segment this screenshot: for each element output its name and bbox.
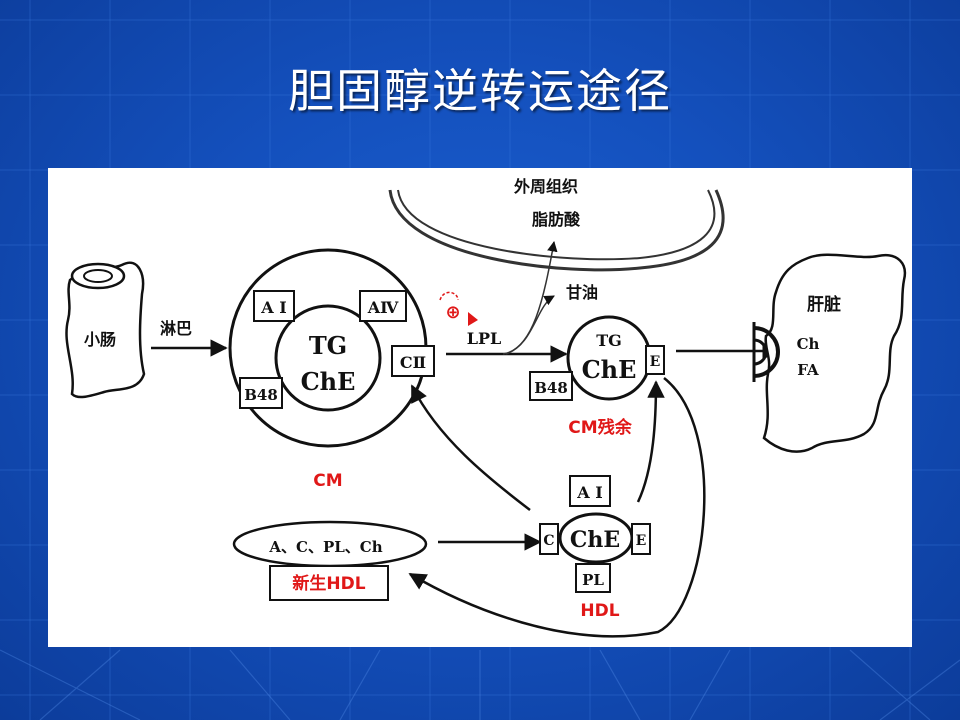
fatty-acid-label: 脂肪酸 bbox=[532, 210, 581, 229]
cm-aiv-box bbox=[359, 290, 407, 322]
lpl-label: LPL bbox=[467, 329, 502, 348]
remnant-e-label: E bbox=[650, 354, 661, 370]
peripheral-tissue-label: 外周组织 bbox=[513, 177, 578, 196]
nascent-hdl-box bbox=[269, 565, 389, 601]
remnant-tg-label: TG bbox=[596, 331, 622, 350]
cm-label: CM bbox=[313, 471, 342, 491]
fatty-acid-arrow bbox=[502, 240, 558, 355]
cm-b48-label: B48 bbox=[244, 386, 278, 404]
cm-ai-label: A Ⅰ bbox=[260, 298, 286, 317]
activation-pointer bbox=[468, 312, 478, 326]
hdl-pl-label: PL bbox=[582, 571, 604, 589]
hdl-to-cm-arrow bbox=[410, 384, 531, 511]
liver-label: 肝脏 bbox=[807, 294, 841, 315]
nascent-components-label: A、C、PL、Ch bbox=[268, 538, 382, 556]
hdl-e-label: E bbox=[636, 533, 647, 549]
activation-sign: ⊕ bbox=[445, 302, 460, 323]
remnant-to-nascent-hdl-arrow bbox=[408, 377, 706, 638]
small-intestine-shape bbox=[65, 261, 146, 399]
slide-title: 胆固醇逆转运途径 bbox=[288, 64, 672, 118]
remnant-che-label: ChE bbox=[582, 355, 637, 384]
liver-receptor bbox=[752, 322, 780, 382]
remnant-b48-label: B48 bbox=[534, 379, 568, 397]
hdl-c-box bbox=[539, 523, 559, 555]
remnant-e-box bbox=[645, 345, 665, 375]
glycerol-arrow bbox=[505, 295, 555, 355]
hdl-label: HDL bbox=[580, 601, 619, 621]
cm-aiv-label: AⅣ bbox=[367, 298, 399, 317]
liver-fa-label: FA bbox=[797, 361, 819, 379]
hdl-to-remnant-arrow bbox=[636, 380, 665, 503]
cm-b48-box bbox=[239, 377, 283, 409]
reverse-cholesterol-transport-diagram: 外周组织 脂肪酸 小肠 淋巴 TG ChE A Ⅰ AⅣ CⅡ B48 CM ⊕… bbox=[48, 168, 912, 647]
hdl-ai-box bbox=[569, 475, 611, 507]
cm-core-circle bbox=[274, 304, 382, 412]
hdl-pl-box bbox=[575, 563, 611, 593]
liver-shape bbox=[762, 253, 907, 453]
small-intestine-label: 小肠 bbox=[84, 330, 116, 349]
remnant-b48-box bbox=[529, 371, 573, 401]
cm-cii-label: CⅡ bbox=[400, 353, 426, 372]
hdl-c-label: C bbox=[543, 533, 554, 549]
cm-tg-label: TG bbox=[309, 331, 347, 360]
glycerol-label: 甘油 bbox=[566, 283, 598, 302]
cm-cii-box bbox=[391, 345, 435, 377]
cm-ai-box bbox=[253, 290, 295, 322]
cm-che-label: ChE bbox=[301, 367, 356, 396]
hdl-e-box bbox=[631, 523, 651, 555]
activation-dotted-arc bbox=[439, 291, 459, 301]
cm-remnant-label: CM残余 bbox=[568, 417, 632, 438]
hdl-che-label: ChE bbox=[570, 527, 620, 553]
hdl-ai-label: A Ⅰ bbox=[576, 483, 602, 502]
peripheral-tissue-arc bbox=[388, 189, 725, 272]
lymph-label: 淋巴 bbox=[160, 319, 192, 338]
liver-ch-label: Ch bbox=[797, 335, 820, 353]
nascent-hdl-label: 新生HDL bbox=[292, 573, 365, 594]
